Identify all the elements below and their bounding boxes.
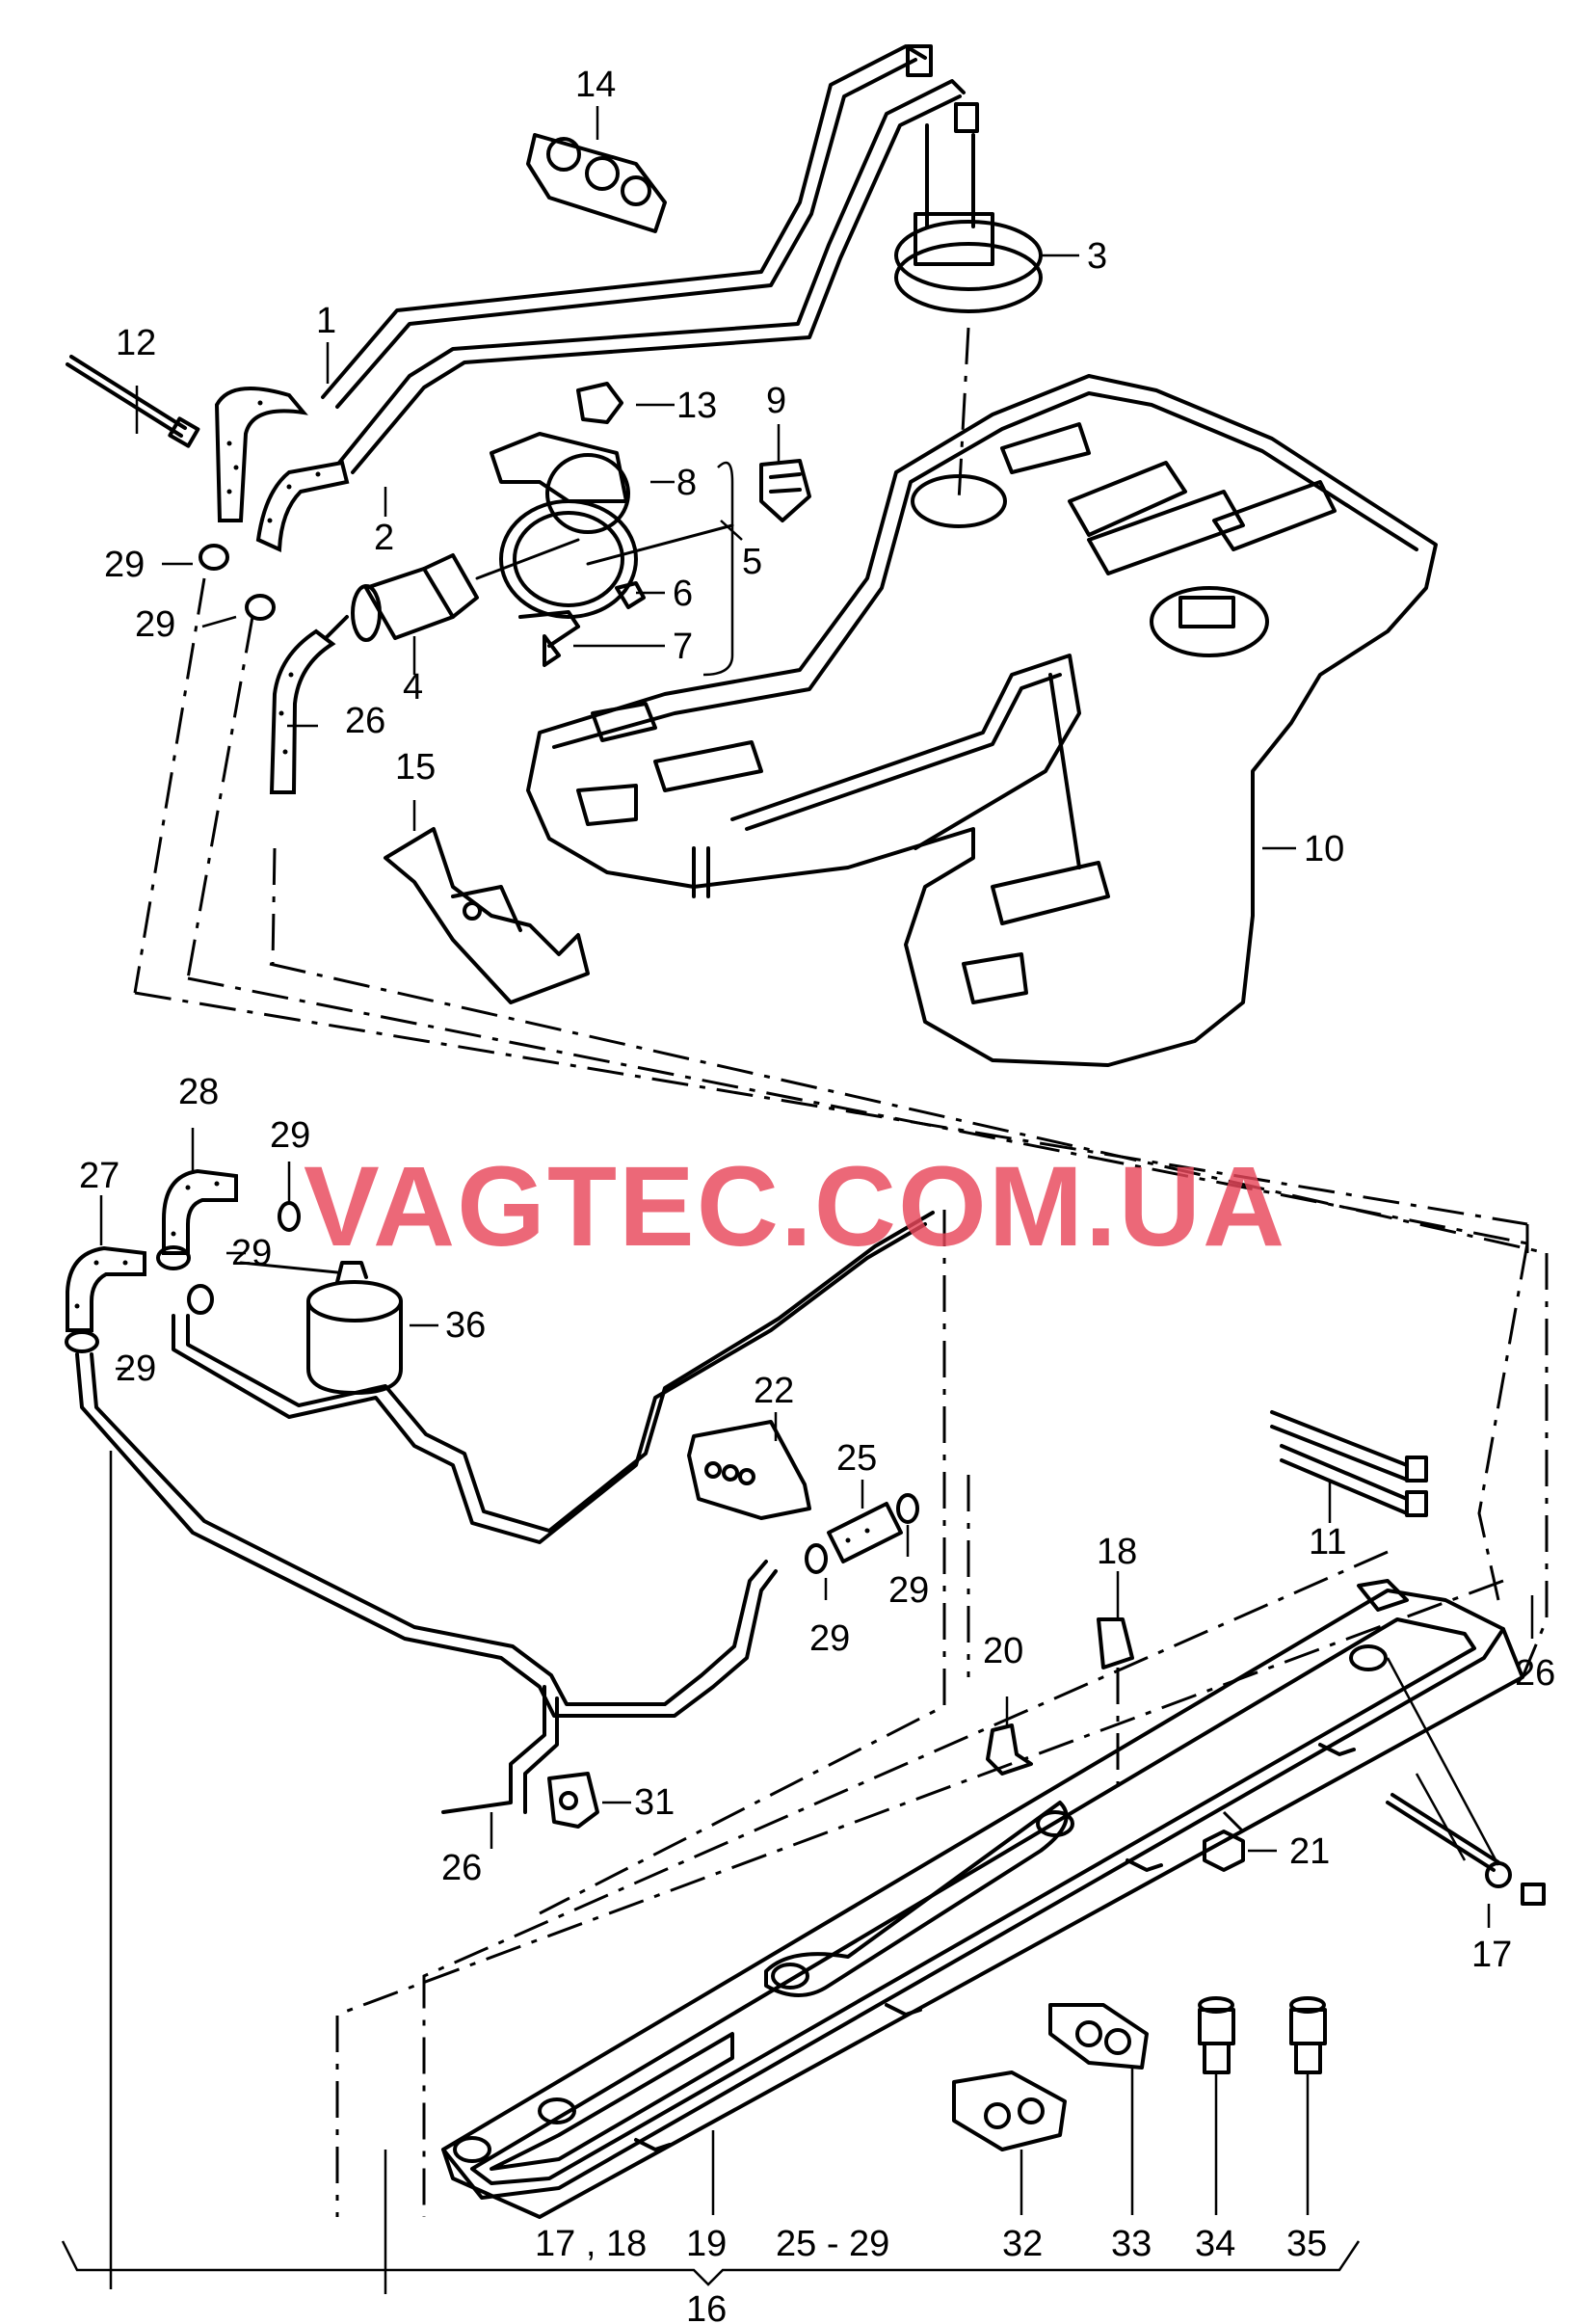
part-label-36: 36 bbox=[445, 1305, 486, 1346]
part-label-7: 7 bbox=[673, 627, 693, 667]
heat-shield-15 bbox=[384, 827, 590, 1004]
part-label-4: 4 bbox=[403, 667, 423, 708]
part-label-12: 12 bbox=[116, 323, 156, 363]
part-label-1: 1 bbox=[316, 301, 336, 341]
group-bracket-16 bbox=[61, 2240, 1361, 2286]
watermark-text: VAGTEC.COM.UA bbox=[304, 1143, 1286, 1270]
part-label-29-e: 29 bbox=[116, 1349, 156, 1389]
part-label-33: 33 bbox=[1111, 2224, 1152, 2264]
hose-clamp-lower bbox=[65, 1201, 919, 1574]
hose-clamp bbox=[199, 544, 276, 621]
part-label-5: 5 bbox=[742, 542, 762, 582]
part-label-14: 14 bbox=[575, 65, 616, 105]
cable-tie-17 bbox=[1386, 1657, 1546, 1906]
fuel-pump-4 bbox=[316, 538, 580, 646]
leader-lines bbox=[99, 106, 1534, 2294]
part-labels: 1 2 3 4 5 6 7 8 9 10 11 12 13 14 15 16 1… bbox=[79, 65, 1555, 2324]
part-label-29-g: 29 bbox=[888, 1570, 929, 1611]
pump-bracket-5 bbox=[490, 382, 734, 667]
part-label-15: 15 bbox=[395, 747, 436, 788]
bolt-35 bbox=[1289, 1996, 1327, 2074]
part-label-26-mid: 26 bbox=[1515, 1653, 1555, 1694]
part-label-29-f: 29 bbox=[809, 1618, 850, 1659]
part-label-17-18: 17 , 18 bbox=[535, 2224, 647, 2264]
clip-14 bbox=[526, 133, 667, 233]
part-label-29-b: 29 bbox=[135, 604, 175, 645]
part-label-35: 35 bbox=[1286, 2224, 1327, 2264]
part-label-17: 17 bbox=[1471, 1935, 1512, 1975]
part-label-25: 25 bbox=[836, 1438, 877, 1479]
part-label-34: 34 bbox=[1195, 2224, 1235, 2264]
part-label-19: 19 bbox=[686, 2224, 727, 2264]
part-label-10: 10 bbox=[1304, 829, 1344, 869]
nut-21 bbox=[1203, 1830, 1245, 1872]
part-label-20: 20 bbox=[983, 1631, 1023, 1671]
part-label-29-d: 29 bbox=[231, 1233, 272, 1273]
part-label-2: 2 bbox=[374, 518, 394, 558]
part-label-13: 13 bbox=[676, 386, 717, 426]
part-label-29-a: 29 bbox=[104, 545, 145, 585]
tank-flange-3 bbox=[894, 44, 1043, 313]
fuel-lines-lower bbox=[75, 1211, 935, 1814]
part-label-18: 18 bbox=[1097, 1532, 1137, 1572]
part-label-11: 11 bbox=[1309, 1522, 1346, 1563]
underbody-rail-19 bbox=[441, 1579, 1524, 2219]
part-label-26-lower: 26 bbox=[441, 1848, 482, 1888]
bolt-34 bbox=[1198, 1996, 1235, 2074]
brake-lines-11 bbox=[1270, 1410, 1428, 1517]
clip-31 bbox=[547, 1772, 599, 1829]
part-label-29-c: 29 bbox=[270, 1115, 310, 1156]
charcoal-canister-36 bbox=[239, 1261, 403, 1395]
hose-27 bbox=[66, 1245, 146, 1332]
clip-32 bbox=[952, 2070, 1067, 2151]
part-label-27: 27 bbox=[79, 1156, 119, 1196]
clip-33 bbox=[1048, 2003, 1149, 2070]
stud-20 bbox=[986, 1723, 1033, 1776]
cable-tie-12 bbox=[66, 355, 200, 448]
part-label-26-upper: 26 bbox=[345, 701, 385, 741]
inline-filter-25 bbox=[827, 1502, 903, 1563]
hose-28 bbox=[162, 1168, 238, 1255]
fuel-line-2 bbox=[337, 79, 966, 474]
part-label-16: 16 bbox=[686, 2289, 727, 2324]
part-label-32: 32 bbox=[1002, 2224, 1043, 2264]
clip-9 bbox=[759, 459, 811, 522]
hose-1 bbox=[214, 386, 308, 522]
fuel-tank-10 bbox=[526, 374, 1438, 1067]
part-label-22: 22 bbox=[754, 1371, 794, 1411]
hose-2 bbox=[255, 460, 350, 553]
grommet-18 bbox=[1097, 1617, 1134, 1670]
hose-26-upper bbox=[269, 628, 336, 794]
part-label-8: 8 bbox=[676, 463, 697, 503]
part-label-21: 21 bbox=[1289, 1831, 1330, 1872]
heat-shield-22 bbox=[687, 1420, 811, 1520]
part-label-9: 9 bbox=[766, 381, 786, 421]
part-label-31: 31 bbox=[634, 1782, 675, 1823]
part-label-25-29: 25 - 29 bbox=[776, 2224, 889, 2264]
part-label-3: 3 bbox=[1087, 236, 1107, 277]
part-label-6: 6 bbox=[673, 574, 693, 614]
part-label-28: 28 bbox=[178, 1072, 219, 1112]
